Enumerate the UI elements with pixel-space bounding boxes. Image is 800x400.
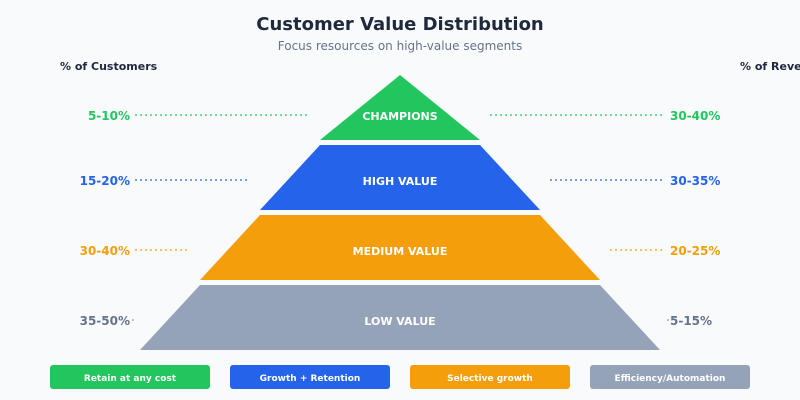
tier-champions: CHAMPIONS 5-10% 30-40% (88, 75, 720, 140)
action-label: Retain at any cost (84, 374, 177, 384)
tier-low-value: LOW VALUE 35-50% 5-15% (80, 285, 712, 350)
revenue-percent: 30-40% (670, 109, 720, 123)
customers-percent: 5-10% (88, 109, 130, 123)
tier-label: CHAMPIONS (362, 110, 437, 123)
tier-shape (140, 285, 660, 350)
diagram-subtitle: Focus resources on high-value segments (278, 39, 522, 53)
tier-label: HIGH VALUE (363, 175, 438, 188)
tier-high-value: HIGH VALUE 15-20% 30-35% (80, 145, 720, 210)
action-growth-retention: Growth + Retention (230, 365, 390, 389)
revenue-percent: 30-35% (670, 174, 720, 188)
action-box (410, 365, 570, 389)
action-box (230, 365, 390, 389)
action-box (590, 365, 750, 389)
customers-percent: 30-40% (80, 244, 130, 258)
tier-shape (320, 75, 480, 140)
action-retain: Retain at any cost (50, 365, 210, 389)
tier-label: LOW VALUE (364, 315, 435, 328)
tier-label: MEDIUM VALUE (353, 245, 448, 258)
revenue-percent: 20-25% (670, 244, 720, 258)
action-label: Selective growth (447, 374, 533, 384)
tier-medium-value: MEDIUM VALUE 30-40% 20-25% (80, 215, 720, 280)
customers-percent: 35-50% (80, 314, 130, 328)
action-efficiency: Efficiency/Automation (590, 365, 750, 389)
tier-shape (260, 145, 540, 210)
action-bar: Retain at any cost Growth + Retention Se… (50, 365, 750, 389)
tier-shape (200, 215, 600, 280)
diagram-title: Customer Value Distribution (256, 14, 544, 35)
right-column-header: % of Revenue (740, 60, 800, 73)
action-label: Growth + Retention (260, 374, 361, 384)
action-selective-growth: Selective growth (410, 365, 570, 389)
left-column-header: % of Customers (60, 60, 158, 73)
action-box (50, 365, 210, 389)
action-label: Efficiency/Automation (615, 374, 726, 384)
customers-percent: 15-20% (80, 174, 130, 188)
revenue-percent: 5-15% (670, 314, 712, 328)
